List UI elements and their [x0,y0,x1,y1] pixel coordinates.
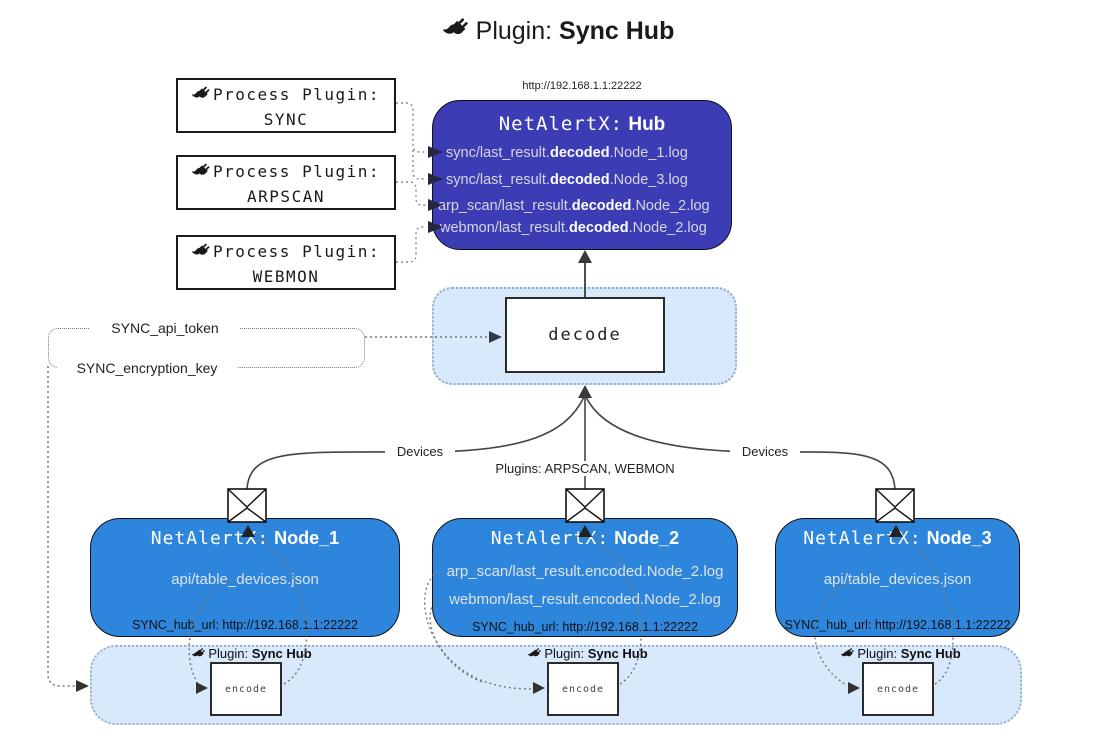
process-plugin-name: WEBMON [252,266,320,286]
edge-label-devices-left: Devices [385,444,455,459]
plug-icon [192,242,211,261]
hub-title: NetAlertX: Hub [433,113,731,136]
node2-hub-url: SYNC_hub_url: http://192.168.1.1:22222 [472,620,698,634]
node2-title: NetAlertX: Node_2 [490,528,680,549]
hub-log-line: webmon/last_result.decoded.Node_2.log [440,220,707,236]
encoder-plugin-label: Plugin: Sync Hub [167,646,337,661]
plug-icon [192,647,206,661]
hub-title-prefix: NetAlertX: [498,113,624,135]
node1-file: api/table_devices.json [171,571,319,588]
node1-box: NetAlertX: Node_1 api/table_devices.json… [90,518,400,637]
band-in-arrowhead [76,680,89,692]
process-plugin-box-webmon: Process Plugin: WEBMON [176,235,396,290]
process-plugin-label: Process Plugin: [213,162,380,181]
plugin-to-hub-connectors [396,102,426,263]
node2-box: NetAlertX: Node_2 arp_scan/last_result.e… [432,518,738,637]
sync-api-token-label: SYNC_api_token [90,320,240,336]
node3-box: NetAlertX: Node_3 api/table_devices.json… [775,518,1020,637]
node1-title: NetAlertX: Node_1 [150,528,340,549]
edge-label-plugins: Plugins: ARPSCAN, WEBMON [495,461,675,476]
plug-icon [192,85,211,104]
title-name: Sync Hub [559,17,675,45]
page-title: Plugin: Sync Hub [0,16,1117,46]
process-plugin-box-arpscan: Process Plugin: ARPSCAN [176,155,396,210]
decode-box: decode [505,297,665,373]
hub-title-name: Hub [628,114,666,135]
process-plugin-label: Process Plugin: [213,242,380,261]
process-plugin-name: ARPSCAN [247,186,325,206]
node1-hub-url: SYNC_hub_url: http://192.168.1.1:22222 [132,618,358,632]
encode-box-2: encode [547,662,619,716]
hub-log-line: sync/last_result.decoded.Node_1.log [446,145,688,161]
encoder-plugin-label: Plugin: Sync Hub [816,646,986,661]
encoder-plugin-label: Plugin: Sync Hub [503,646,673,661]
node2-file: webmon/last_result.encoded.Node_2.log [449,591,721,608]
sync-encryption-key-label: SYNC_encryption_key [57,360,237,376]
title-prefix: Plugin: [475,17,553,45]
process-plugin-label: Process Plugin: [213,85,380,104]
decode-in-arrowhead [578,385,592,398]
hub-box: NetAlertX: Hub sync/last_result.decoded.… [432,100,732,250]
hub-url-label: http://192.168.1.1:22222 [522,80,642,92]
encode-box-1: encode [210,662,282,716]
encode-box-3: encode [862,662,934,716]
plug-icon [841,647,855,661]
node3-title: NetAlertX: Node_3 [803,528,992,549]
hub-log-line: arp_scan/last_result.decoded.Node_2.log [438,198,710,214]
plug-icon [528,647,542,661]
node3-file: api/table_devices.json [823,571,972,588]
plug-icon [192,162,211,181]
edge-label-devices-right: Devices [730,444,800,459]
process-plugin-box-sync: Process Plugin: SYNC [176,78,396,133]
process-plugin-name: SYNC [263,109,309,129]
node2-file: arp_scan/last_result.encoded.Node_2.log [446,563,724,580]
node3-hub-url: SYNC_hub_url: http://192.168.1.1:22222 [784,618,1011,632]
hub-log-line: sync/last_result.decoded.Node_3.log [446,172,688,188]
plug-icon [443,16,470,43]
